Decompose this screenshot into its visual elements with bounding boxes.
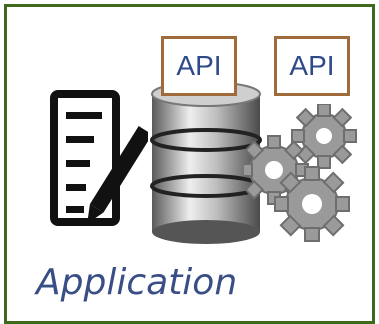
gears-icon — [244, 104, 357, 242]
api-box-2: API — [274, 36, 350, 96]
api-box-1: API — [161, 36, 237, 96]
document-pencil-icon — [50, 90, 148, 226]
application-caption: Application — [36, 262, 238, 303]
